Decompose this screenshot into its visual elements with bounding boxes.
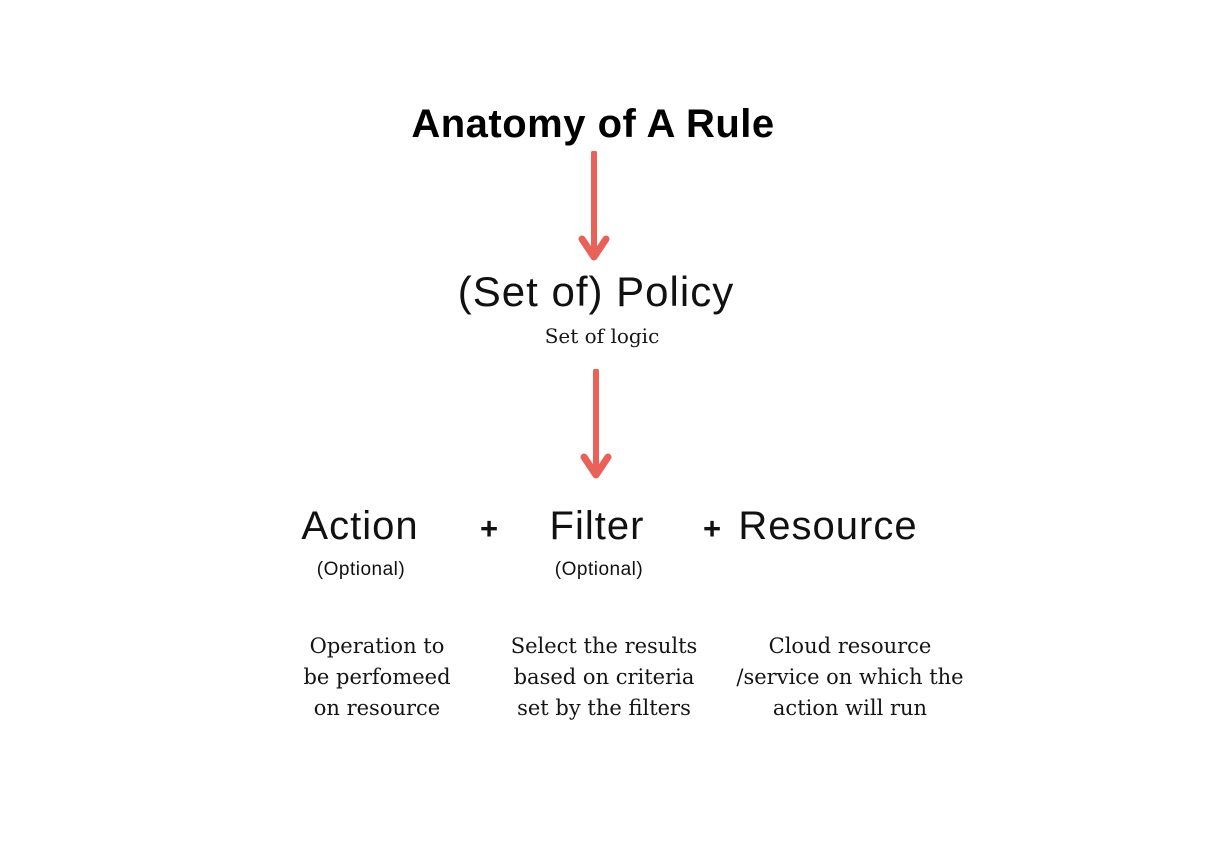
component-description-filter: Select the results based on criteria set… [510,634,698,720]
optional-note-filter: (Optional) [554,559,644,580]
component-label-action: Action [301,504,419,548]
policy-sublabel: Set of logic [544,324,660,348]
component-label-filter: Filter [549,504,645,548]
down-arrow-icon [578,151,610,261]
optional-note-action: (Optional) [316,559,406,580]
component-description-action: Operation to be perfomeed on resource [303,634,451,720]
policy-label: (Set of) Policy [457,268,735,315]
component-description-resource: Cloud resource /service on which the act… [736,634,964,720]
plus-sign: + [702,511,722,546]
component-label-resource: Resource [738,504,918,548]
diagram-title: Anatomy of A Rule [411,102,775,146]
plus-sign: + [479,511,499,546]
down-arrow-icon [580,369,612,479]
